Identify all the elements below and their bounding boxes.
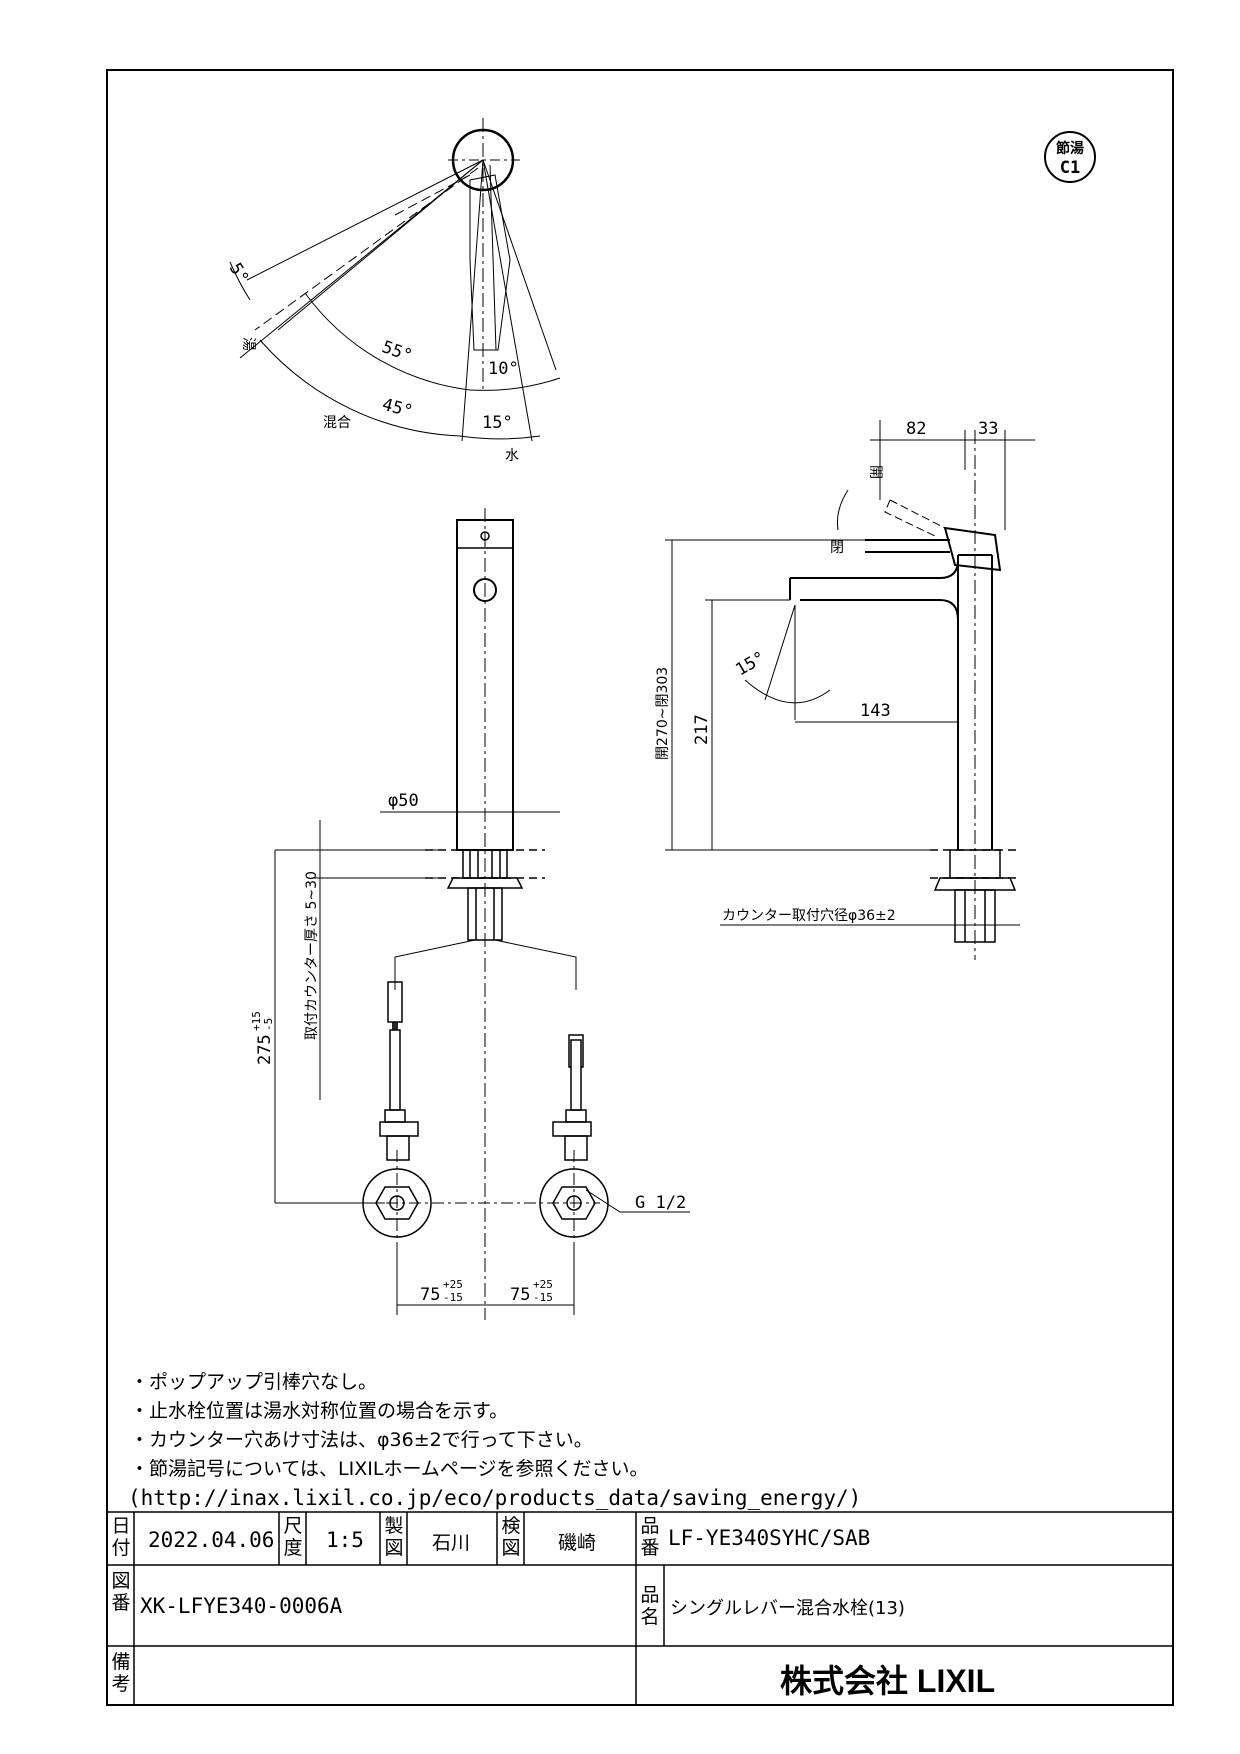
drawn-value: 石川 (432, 1532, 471, 1554)
length-275-tol-upper: +15 (250, 1011, 263, 1031)
product-name-label: 品名 (640, 1584, 660, 1628)
water-label: 水 (505, 448, 519, 464)
spacing-left-tol-lower: -15 (443, 1291, 463, 1304)
saving-badge: 節湯 C1 (1044, 131, 1096, 183)
angle-45-label: 45° (380, 395, 415, 422)
length-275-tol-lower: -5 (262, 1018, 275, 1031)
top-view-labels: 5° 55° 10° 45° 15° 湯 混合 水 (225, 260, 519, 464)
product-name-value: シングルレバー混合水栓(13) (670, 1598, 905, 1619)
angle-15-label: 15° (482, 413, 513, 433)
thread-label: G 1/2 (635, 1193, 686, 1213)
checked-value: 磯崎 (558, 1532, 597, 1554)
length-275-label: 275 (255, 1034, 275, 1065)
dim-82-label: 82 (906, 419, 926, 439)
note-3: ・カウンター穴あけ寸法は、φ36±2で行って下さい。 (130, 1429, 593, 1451)
dim-143-label: 143 (860, 701, 891, 721)
angle-5-label: 5° (225, 260, 253, 288)
drawing-no-value: XK-LFYE340-0006A (140, 1594, 343, 1618)
angle-10-label: 10° (488, 359, 519, 379)
spacing-right-tol-upper: +25 (533, 1278, 553, 1291)
note-url: (http://inax.lixil.co.jp/eco/products_da… (128, 1486, 862, 1510)
note-1: ・ポップアップ引棒穴なし。 (130, 1371, 378, 1393)
open-label: 開 (867, 465, 883, 479)
counter-thickness-label: 取付カウンター厚さ 5~30 (304, 871, 320, 1040)
checked-label: 検図 (501, 1515, 521, 1559)
close-label: 閉 (830, 540, 844, 556)
remarks-label: 備考 (111, 1651, 131, 1695)
side-view-labels: 82 33 開 閉 開270~閉303 217 15° 143 カウンター取付穴… (655, 419, 998, 924)
spacing-right-label: 75 (510, 1285, 530, 1305)
counter-hole-label: カウンター取付穴径φ36±2 (722, 908, 896, 924)
front-view (274, 508, 690, 1320)
spacing-right-tol-lower: -15 (533, 1291, 553, 1304)
scale-value: 1:5 (326, 1528, 364, 1552)
badge-top-text: 節湯 (1056, 140, 1084, 157)
hot-label: 湯 (240, 337, 257, 351)
dim-33-label: 33 (978, 419, 998, 439)
note-2: ・止水栓位置は湯水対称位置の場合を示す。 (130, 1400, 509, 1422)
angle-55-label: 55° (379, 337, 415, 366)
company-logo: 株式会社 LIXIL (780, 1663, 996, 1699)
badge-bottom-text: C1 (1060, 158, 1080, 178)
mix-label: 混合 (323, 415, 351, 431)
drawn-label: 製図 (384, 1515, 404, 1559)
top-view (229, 118, 561, 442)
date-label: 日付 (111, 1515, 131, 1559)
note-4: ・節湯記号については、LIXILホームページを参照ください。 (130, 1458, 649, 1480)
angle-15-side-label: 15° (732, 648, 769, 681)
product-no-value: LF-YE340SYHC/SAB (668, 1526, 871, 1550)
height-range-label: 開270~閉303 (655, 667, 671, 760)
title-block-grid (107, 1511, 1173, 1705)
drawing-no-label: 図番 (111, 1570, 131, 1614)
scale-label: 尺度 (283, 1515, 303, 1559)
spacing-left-tol-upper: +25 (443, 1278, 463, 1291)
spacing-left-label: 75 (420, 1285, 440, 1305)
side-view (665, 420, 1035, 960)
dia-50-label: φ50 (388, 791, 419, 811)
date-value: 2022.04.06 (148, 1528, 275, 1552)
front-view-labels: φ50 取付カウンター厚さ 5~30 275 +15 -5 75 +25 -15… (250, 791, 686, 1305)
drawing-border (106, 69, 1174, 1706)
dim-217-label: 217 (692, 714, 712, 745)
product-no-label: 品番 (640, 1515, 660, 1559)
